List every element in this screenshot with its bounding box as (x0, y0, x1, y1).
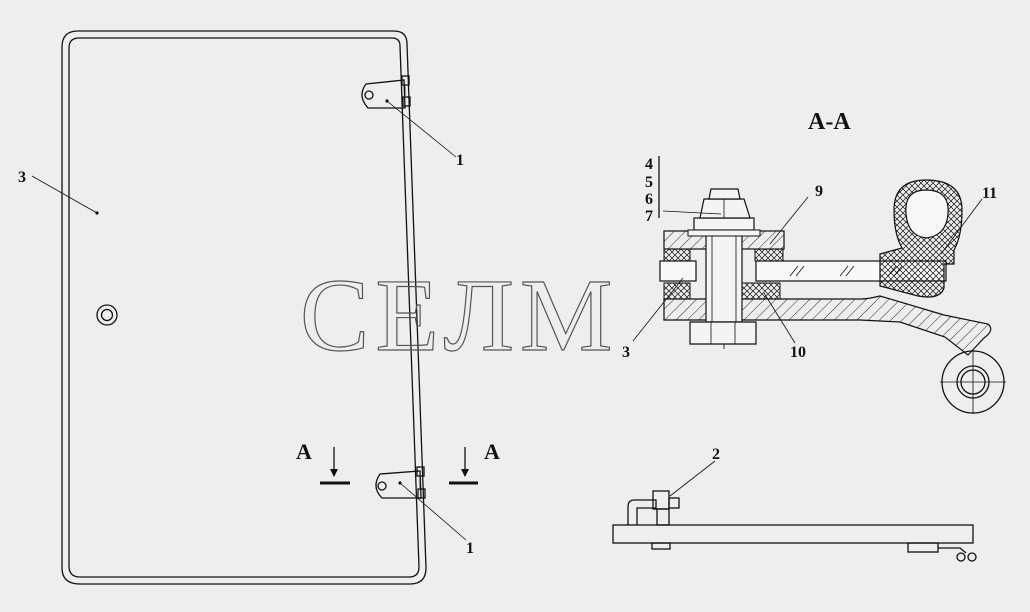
section-marker-right-letter: А (484, 439, 500, 464)
section-marker-left-letter: А (296, 439, 312, 464)
section-title: А-А (808, 109, 851, 135)
section-marker-right (449, 447, 478, 485)
door-lock-icon (96, 304, 118, 326)
callout-part-4: 4 (645, 156, 653, 173)
callout-section-panel: 3 (622, 344, 630, 361)
section-view (632, 156, 1006, 414)
callout-seal: 11 (982, 185, 997, 202)
callout-door: 3 (18, 169, 26, 186)
watermark: СЕЛМ (300, 258, 619, 373)
callout-washer: 10 (790, 344, 806, 361)
door-panel (61, 30, 427, 585)
callout-part-7: 7 (645, 208, 653, 225)
bottom-view (612, 460, 977, 562)
leader-door (31, 175, 98, 214)
callout-bracket: 2 (712, 446, 720, 463)
callout-part-6: 6 (645, 191, 653, 208)
callout-part-5: 5 (645, 174, 653, 191)
section-marker-left (320, 447, 350, 485)
callout-hinge-top: 1 (456, 152, 464, 169)
callout-hinge-bottom: 1 (466, 540, 474, 557)
leader-hinge-bottom (399, 482, 467, 541)
leader-hinge-top (386, 100, 457, 158)
hinge-bottom (375, 466, 426, 499)
callout-glass: 9 (815, 183, 823, 200)
hinge-top (361, 75, 411, 109)
